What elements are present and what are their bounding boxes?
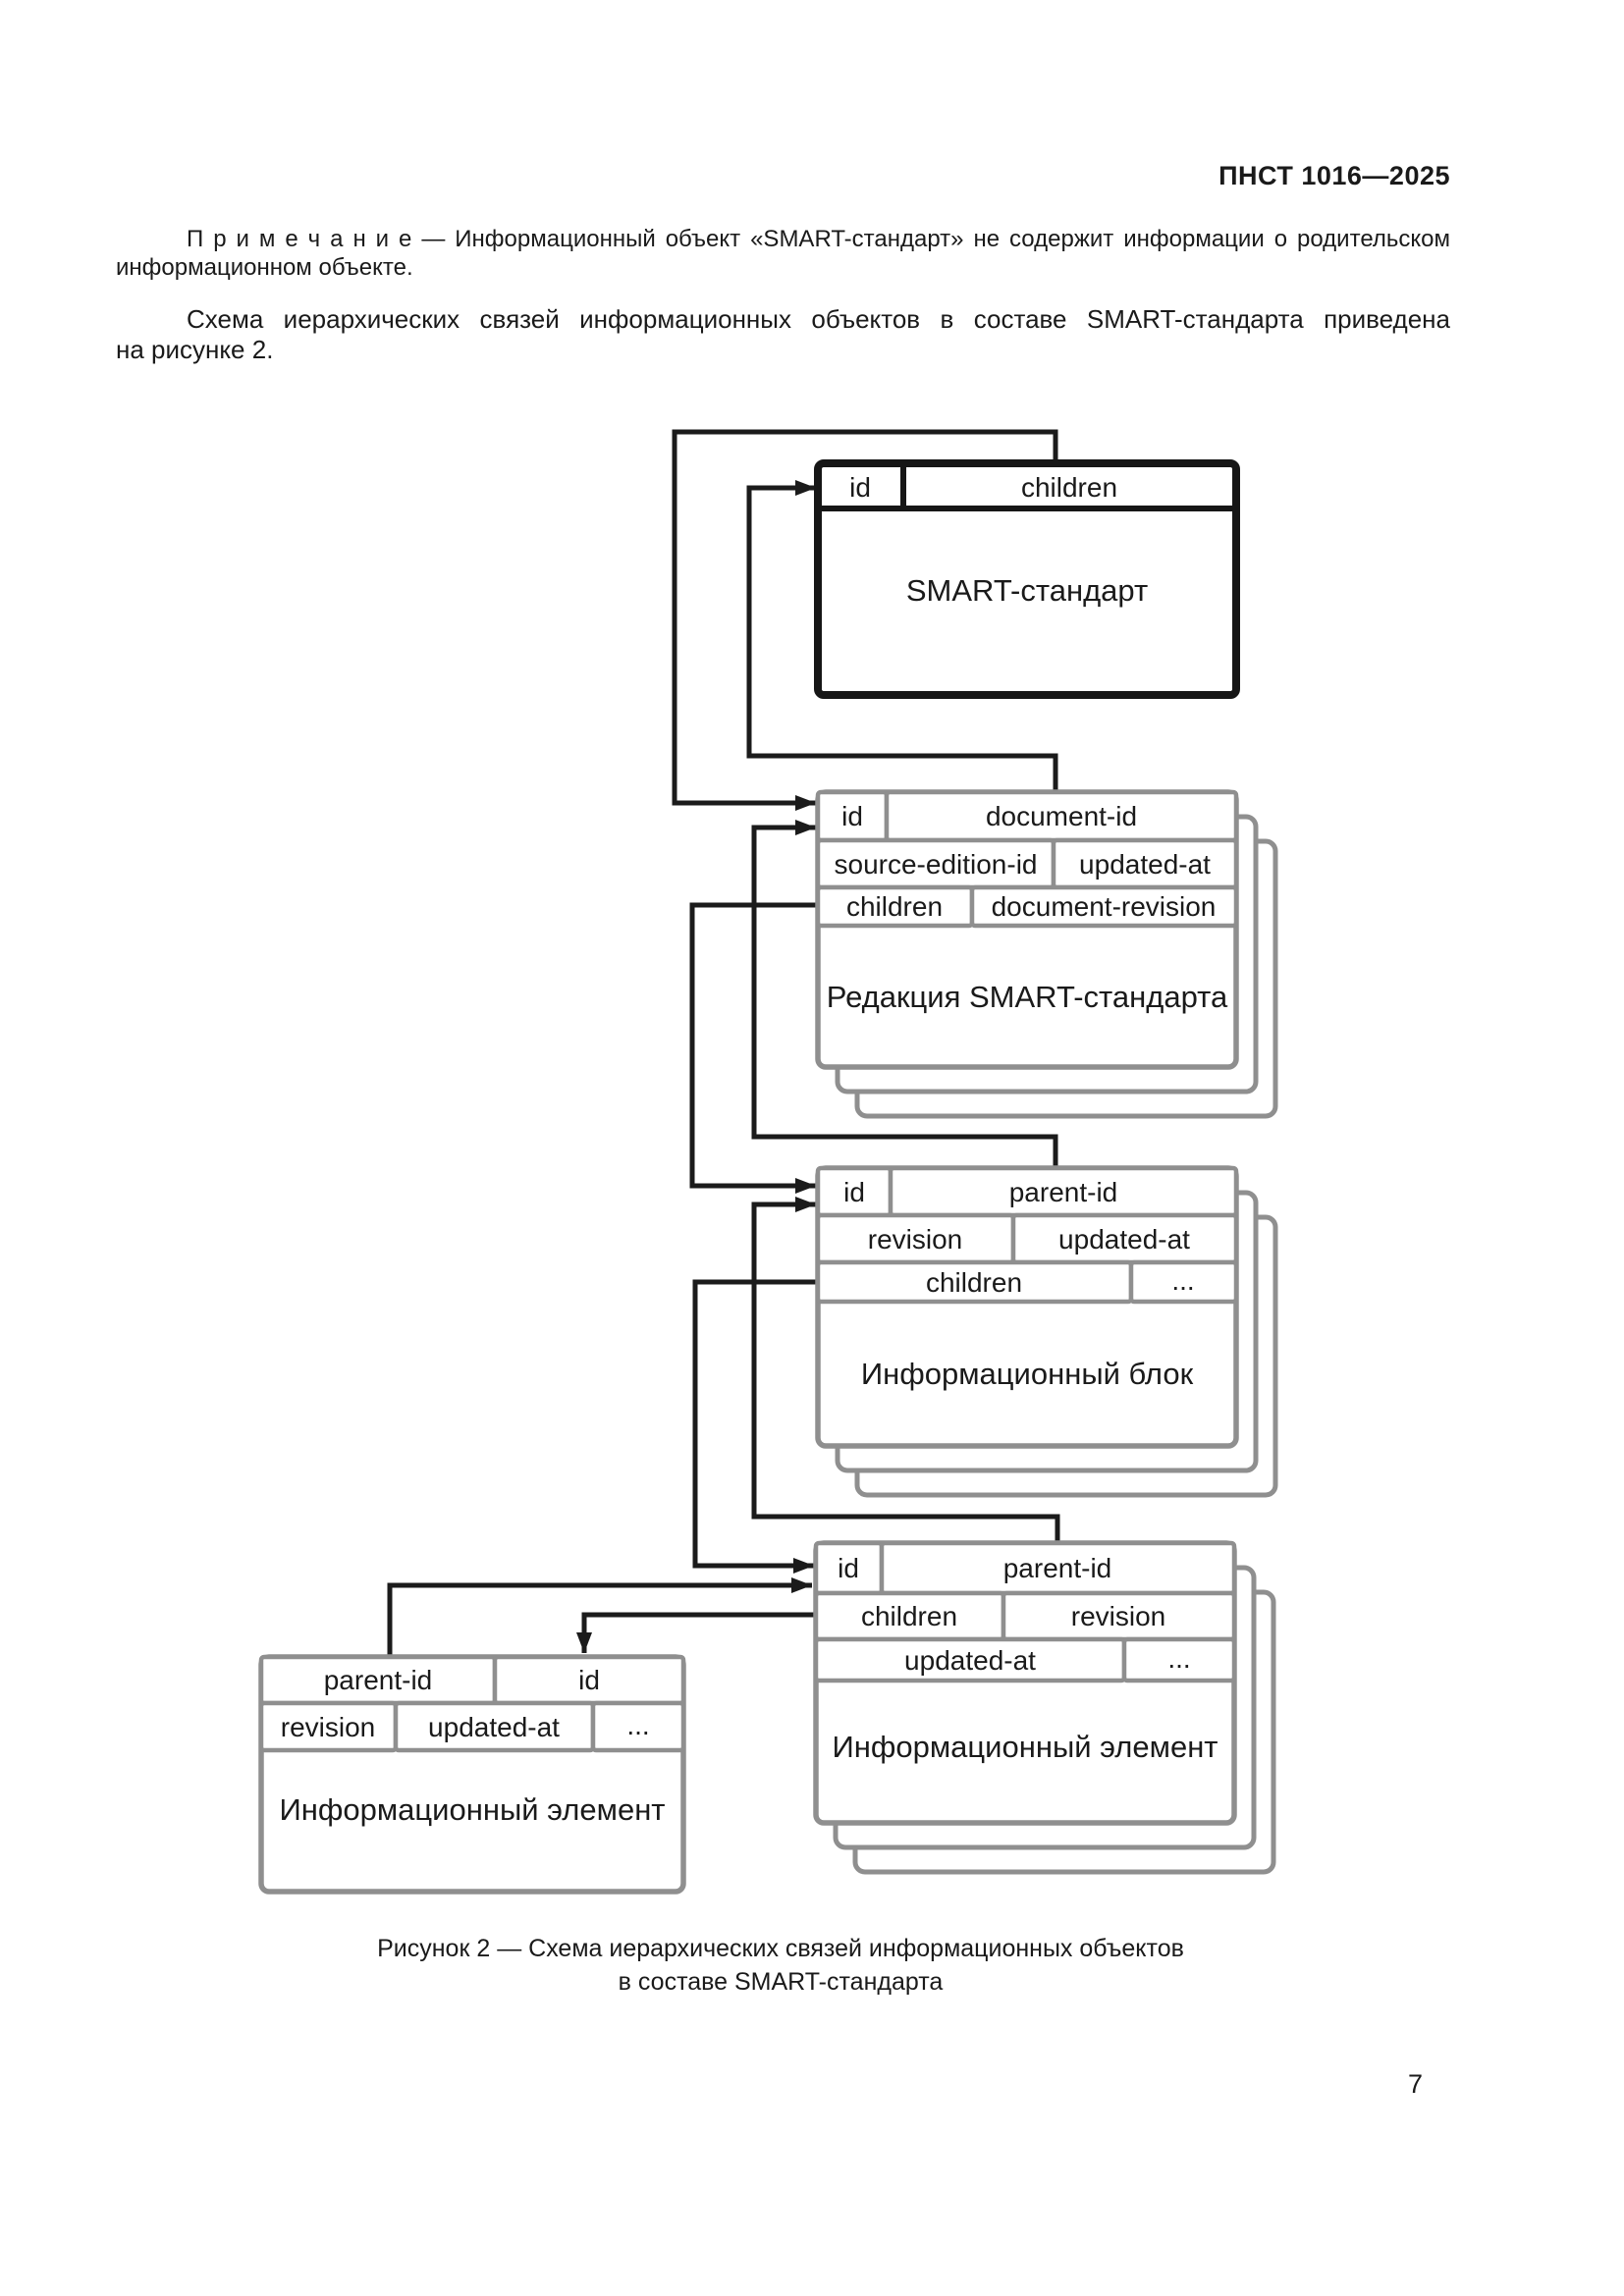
entity-info-element-left: parent-id id revision updated-at ... Инф… <box>258 1654 686 1895</box>
note-line-1: П р и м е ч а н и е — Информационный объ… <box>187 226 1450 252</box>
connector-element-to-block-id <box>751 1197 1060 1547</box>
field-children: children <box>861 1601 957 1631</box>
paragraph-line-1: Схема иерархических связей информационны… <box>187 304 1450 334</box>
page-header: ПНСТ 1016—2025 <box>1218 161 1450 190</box>
field-revision: revision <box>868 1224 962 1255</box>
field-revision: revision <box>281 1712 375 1742</box>
entity-title: Информационный блок <box>861 1357 1194 1391</box>
entity-title: Редакция SMART-стандарта <box>827 980 1228 1014</box>
field-id: id <box>578 1665 600 1695</box>
entity-edition: id document-id source-edition-id updated… <box>815 789 1239 1070</box>
field-updated-at: updated-at <box>1079 849 1211 880</box>
paragraph-line-2: на рисунке 2. <box>116 335 274 364</box>
caption-line-1: Рисунок 2 — Схема иерархических связей и… <box>377 1935 1184 1962</box>
entity-info-block: id parent-id revision updated-at childre… <box>815 1165 1239 1449</box>
note-paragraph: П р и м е ч а н и е — Информационный объ… <box>116 225 1450 282</box>
note-line-2: информационном объекте. <box>116 254 413 281</box>
field-ellipsis: ... <box>626 1710 649 1740</box>
caption-line-2: в составе SMART-стандарта <box>618 1968 944 1996</box>
cell-ellipsis <box>1128 1259 1239 1305</box>
connector-left-parent-to-element-id <box>387 1577 812 1657</box>
field-id: id <box>841 801 863 831</box>
field-parent-id: parent-id <box>1009 1177 1118 1207</box>
field-parent-id: parent-id <box>1003 1553 1112 1583</box>
field-children: children <box>926 1267 1022 1298</box>
connectors <box>387 429 1060 1657</box>
entity-title: Информационный элемент <box>832 1730 1218 1764</box>
field-updated-at: updated-at <box>1058 1224 1190 1255</box>
field-ellipsis: ... <box>1167 1643 1190 1674</box>
field-document-revision: document-revision <box>992 891 1217 922</box>
field-updated-at: updated-at <box>904 1645 1036 1676</box>
entity-smart-standard: id children SMART-стандарт <box>814 459 1240 699</box>
figure-caption: Рисунок 2 — Схема иерархических связей и… <box>295 1932 1267 1999</box>
cell-ellipsis <box>590 1700 686 1753</box>
field-id: id <box>843 1177 865 1207</box>
field-revision: revision <box>1071 1601 1165 1631</box>
entity-title: Информационный элемент <box>279 1792 665 1827</box>
connector-element-children-to-left-id <box>576 1612 819 1653</box>
entity-frame <box>814 459 1240 699</box>
field-children: children <box>1021 472 1117 503</box>
field-ellipsis: ... <box>1171 1265 1194 1296</box>
field-document-id: document-id <box>986 801 1137 831</box>
field-id: id <box>838 1553 859 1583</box>
field-source-edition-id: source-edition-id <box>835 849 1038 880</box>
field-children: children <box>846 891 943 922</box>
field-updated-at: updated-at <box>428 1712 560 1742</box>
connector-block-to-edition-id <box>751 820 1058 1172</box>
connector-block-children-to-element-id <box>692 1279 821 1574</box>
field-id: id <box>849 472 871 503</box>
cell-ellipsis <box>1121 1636 1237 1683</box>
body-paragraph: Схема иерархических связей информационны… <box>116 304 1450 365</box>
connector-children-to-edition-id <box>672 429 1058 811</box>
entity-info-element: id parent-id children revision updated-a… <box>813 1540 1237 1826</box>
page-number: 7 <box>1408 2069 1424 2099</box>
entity-title: SMART-стандарт <box>906 573 1148 608</box>
cell-document-revision <box>969 884 1239 929</box>
connector-edition-to-standard-id <box>746 480 1058 797</box>
field-parent-id: parent-id <box>324 1665 433 1695</box>
